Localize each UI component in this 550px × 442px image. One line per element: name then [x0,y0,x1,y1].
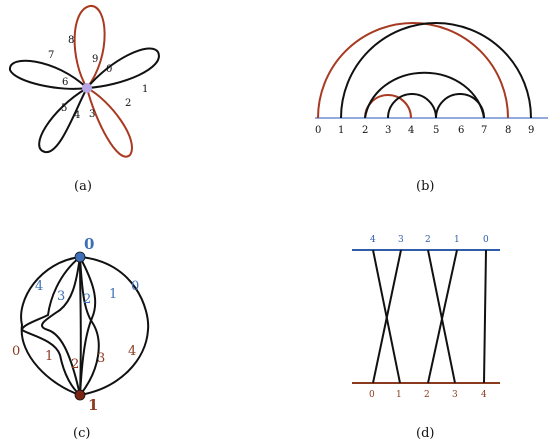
flower-label-4: 4 [74,110,80,121]
blue-label-2: 2 [83,292,91,307]
flower-center-vertex [82,83,92,93]
link-3-0 [372,249,402,384]
top-label-2: 2 [425,235,431,245]
arc-tick-2: 2 [362,125,368,136]
flower-label-8: 8 [68,35,74,46]
arc-tick-9: 9 [528,125,534,136]
edge-c-4-left [20,256,81,396]
flower-label-0: 0 [106,64,112,75]
vertex-bottom-label: 1 [88,396,98,414]
link-1-2 [427,249,458,384]
edge-c-1 [79,256,97,396]
top-label-3: 3 [398,235,404,245]
blue-label-3: 3 [57,289,65,304]
blue-label-4: 4 [35,279,43,294]
caption-d: (d) [416,426,434,441]
petal-left [9,59,90,90]
panel-c: 0 1 4 3 2 1 0 0 1 2 3 4 (c) [12,235,150,441]
arc-3-5 [387,93,437,119]
petal-lower-left [38,85,90,154]
red-label-1: 1 [45,349,53,364]
arc-1-9 [340,22,532,119]
petal-top [73,4,106,90]
flower-label-6: 6 [62,77,68,88]
arc-tick-8: 8 [505,125,511,136]
arc-tick-3: 3 [385,125,391,136]
arc-tick-5: 5 [433,125,439,136]
vertex-top [74,251,86,263]
blue-label-1: 1 [109,287,117,302]
red-label-2: 2 [71,357,79,372]
edge-c-1b [79,256,100,396]
panel-d: 4 3 2 1 0 0 1 2 3 4 (d) [352,235,500,441]
blue-label-0: 0 [131,279,139,294]
edge-c-0-left [20,256,81,396]
flower-label-2: 2 [125,98,131,109]
bottom-label-2: 2 [424,390,430,400]
flower-label-3: 3 [89,109,95,120]
bottom-label-3: 3 [452,390,458,400]
caption-b: (b) [416,179,434,194]
flower-label-5: 5 [61,103,67,114]
caption-c: (c) [73,426,90,441]
petal-upper-right [84,47,160,90]
arc-tick-4: 4 [408,125,414,136]
flower-label-7: 7 [48,50,54,61]
petal-lower-right [85,86,133,158]
arc-tick-6: 6 [458,125,464,136]
top-label-0: 0 [483,235,489,245]
edge-c-outer-right [79,256,150,396]
bottom-label-1: 1 [396,390,402,400]
bottom-label-4: 4 [481,390,487,400]
arc-tick-0: 0 [315,125,321,136]
flower-label-9: 9 [92,54,98,65]
red-label-4: 4 [128,344,136,359]
bottom-label-0: 0 [369,390,375,400]
vertex-bottom [74,389,86,401]
panel-a: 0 1 2 3 4 5 6 7 8 9 (a) [9,4,160,194]
arc-tick-7: 7 [481,125,487,136]
caption-a: (a) [74,179,92,194]
arc-0-8 [317,22,509,119]
red-label-0: 0 [12,344,20,359]
arc-2-7 [364,71,485,119]
arc-tick-1: 1 [338,125,344,136]
flower-label-1: 1 [142,84,148,95]
panel-b: 0 1 2 3 4 5 6 7 8 9 (b) [315,22,548,194]
edge-c-3 [41,256,81,396]
top-label-1: 1 [454,235,460,245]
link-0-4 [483,249,487,384]
top-label-4: 4 [370,235,376,245]
red-label-3: 3 [97,351,105,366]
vertex-top-label: 0 [84,235,94,253]
